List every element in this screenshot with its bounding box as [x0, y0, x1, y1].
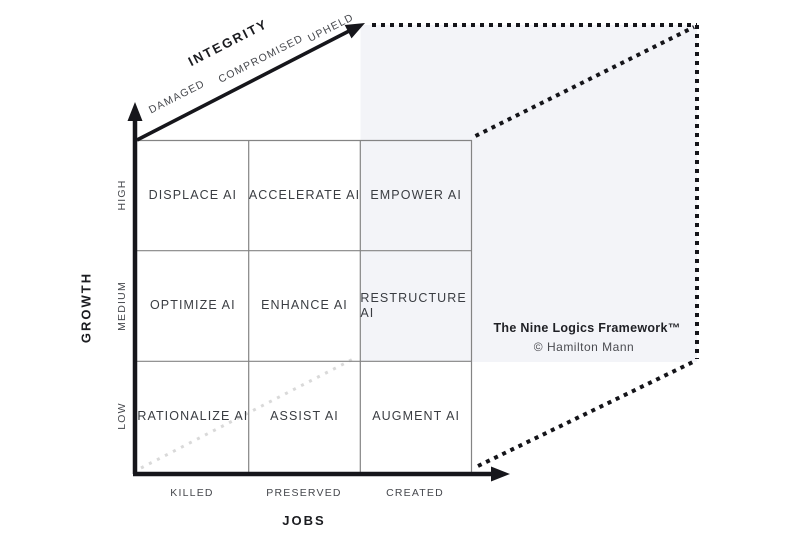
growth-axis-title: GROWTH: [78, 271, 94, 344]
integrity-axis-line: [136, 27, 353, 142]
nine-logics-grid: DISPLACE AI ACCELERATE AI EMPOWER AI OPT…: [137, 140, 472, 472]
cube-back-face: [360, 25, 697, 362]
axes: [127, 23, 510, 482]
cell-rationalize-ai: RATIONALIZE AI: [137, 409, 249, 424]
cell-restructure-ai: RESTRUCTURE AI: [360, 290, 467, 320]
growth-tick-medium: MEDIUM: [116, 281, 128, 331]
jobs-tick-killed: KILLED: [170, 487, 214, 499]
cell-accelerate-ai: ACCELERATE AI: [248, 187, 361, 202]
cell-augment-ai: AUGMENT AI: [372, 409, 461, 424]
jobs-tick-created: CREATED: [386, 487, 444, 499]
grid-lines: [137, 139, 473, 472]
cell-assist-ai: ASSIST AI: [270, 409, 339, 424]
framework-credit: © Hamilton Mann: [533, 340, 635, 354]
framework-title: The Nine Logics Framework™: [493, 321, 681, 335]
growth-tick-low: LOW: [116, 402, 128, 430]
jobs-axis-title: JOBS: [282, 513, 326, 528]
cell-displace-ai: DISPLACE AI: [148, 187, 238, 202]
cell-enhance-ai: ENHANCE AI: [261, 298, 348, 313]
jobs-axis-arrowhead: [491, 466, 510, 482]
growth-tick-high: HIGH: [116, 179, 128, 211]
cell-optimize-ai: OPTIMIZE AI: [149, 298, 236, 313]
cell-empower-ai: EMPOWER AI: [370, 187, 462, 202]
jobs-tick-preserved: PRESERVED: [266, 487, 342, 499]
cube-dotted-edges: [372, 23, 699, 468]
cube-bottom-right-depth-edge: [477, 359, 696, 468]
integrity-axis-arrowhead: [344, 23, 365, 39]
growth-axis-arrowhead: [127, 102, 143, 121]
